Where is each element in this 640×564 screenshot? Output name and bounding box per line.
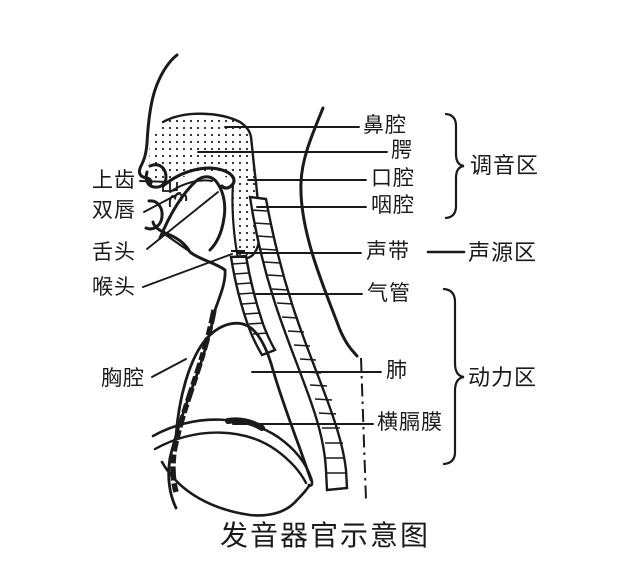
label-upper-teeth: 上齿 bbox=[92, 169, 136, 192]
brace-power-zone bbox=[442, 287, 465, 466]
label-oral-cavity: 口腔 bbox=[371, 167, 415, 190]
trachea-ladder bbox=[229, 254, 277, 357]
palate-path bbox=[161, 166, 236, 190]
label-trachea: 气管 bbox=[367, 282, 411, 305]
chin-jaw-path bbox=[151, 220, 227, 272]
label-vocal-cords: 声带 bbox=[366, 240, 410, 263]
leader-larynx bbox=[142, 253, 233, 288]
label-larynx: 喉头 bbox=[92, 276, 136, 299]
chest-wall-band bbox=[170, 309, 217, 493]
mouth-floor-path bbox=[161, 231, 194, 255]
head-profile-path bbox=[137, 53, 179, 187]
label-articulation-zone: 调音区 bbox=[470, 153, 540, 178]
esophagus-ladder bbox=[248, 195, 349, 492]
leader-upper-teeth bbox=[139, 180, 171, 183]
back-of-head-path bbox=[299, 106, 359, 358]
label-sound-source-zone: 声源区 bbox=[468, 240, 538, 265]
leader-chest-cavity bbox=[151, 358, 187, 378]
label-power-zone: 动力区 bbox=[468, 365, 538, 390]
leader-lips bbox=[143, 192, 181, 213]
label-lips: 双唇 bbox=[92, 199, 136, 222]
tongue-path bbox=[158, 175, 227, 252]
label-chest-cavity: 胸腔 bbox=[101, 367, 145, 390]
label-palate: 腭 bbox=[391, 139, 413, 162]
label-tongue: 舌头 bbox=[92, 241, 136, 264]
leader-tongue bbox=[146, 191, 219, 250]
vocal-cords-marks bbox=[231, 250, 246, 258]
label-pharyngeal-cavity: 咽腔 bbox=[371, 194, 415, 217]
figure-title: 发音器官示意图 bbox=[219, 520, 430, 551]
stomach-curve bbox=[160, 460, 311, 517]
lower-lip-path bbox=[144, 199, 164, 231]
nasal-pharynx-stipple bbox=[149, 113, 260, 258]
diaphragm-lines bbox=[151, 417, 314, 487]
lung-outline bbox=[174, 321, 313, 482]
label-nasal-cavity: 鼻腔 bbox=[363, 114, 407, 137]
leader-lines bbox=[139, 126, 466, 425]
midline-dashdot bbox=[360, 357, 367, 501]
brace-articulation-zone bbox=[444, 112, 465, 220]
chest-front-line bbox=[167, 268, 227, 510]
alveolar-ridge-path bbox=[169, 179, 213, 193]
label-lung: 肺 bbox=[386, 359, 408, 382]
label-diaphragm: 横膈膜 bbox=[377, 411, 443, 434]
